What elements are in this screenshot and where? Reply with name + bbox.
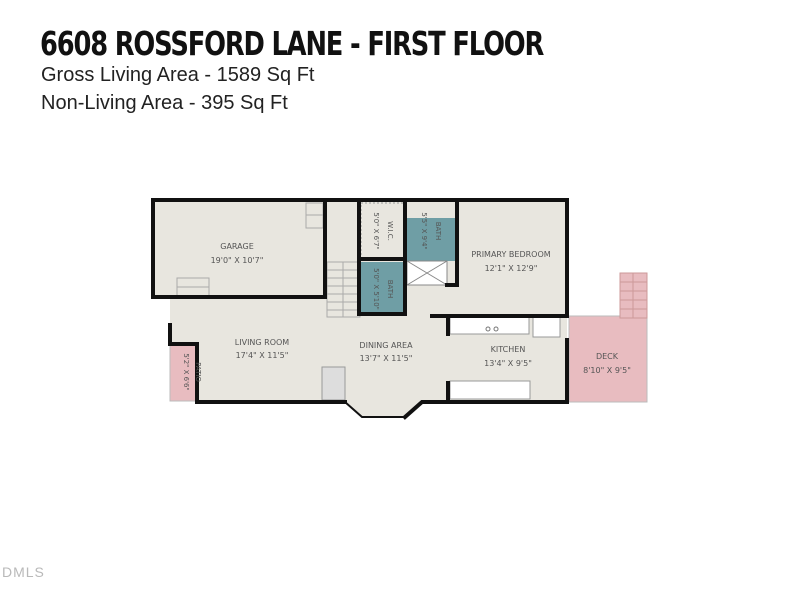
wic-dims: 5'0" X 6'7" [372,212,380,249]
patio-label: PATIO [194,362,202,382]
deck-dims: 8'10" X 9'5" [583,366,631,375]
bedroom-label: PRIMARY BEDROOM [471,250,550,259]
dining-dims: 13'7" X 11'5" [360,354,413,363]
living-label: LIVING ROOM [235,338,290,347]
dining-label: DINING AREA [359,341,413,350]
garage-dims: 19'0" X 10'7" [211,256,264,265]
page-title: 6608 ROSSFORD LANE - FIRST FLOOR [40,24,544,63]
non-living-area: Non-Living Area - 395 Sq Ft [41,92,288,114]
gross-living-area: Gross Living Area - 1589 Sq Ft [41,64,315,86]
wic-floor [360,202,406,260]
bath-primary-label: BATH [434,222,442,241]
bath-primary-dims: 5'5" X 9'4" [420,212,428,249]
bath-half-fill [361,262,405,312]
bedroom-dims: 12'1" X 12'9" [485,264,538,273]
deck-label: DECK [596,352,619,361]
bath-half-label: BATH [386,280,394,299]
bath-primary-fill [407,218,455,261]
fireplace [321,366,346,401]
garage-label: GARAGE [220,242,254,251]
kitchen-label: KITCHEN [491,345,526,354]
kitchen-dims: 13'4" X 9'5" [484,359,532,368]
wic-label: W.I.C. [386,221,394,241]
watermark: DMLS [2,564,45,580]
bath-half-dims: 5'0" X 5'10" [372,268,380,310]
patio-dims: 5'2" X 6'6" [182,353,190,390]
living-dims: 17'4" X 11'5" [236,351,289,360]
